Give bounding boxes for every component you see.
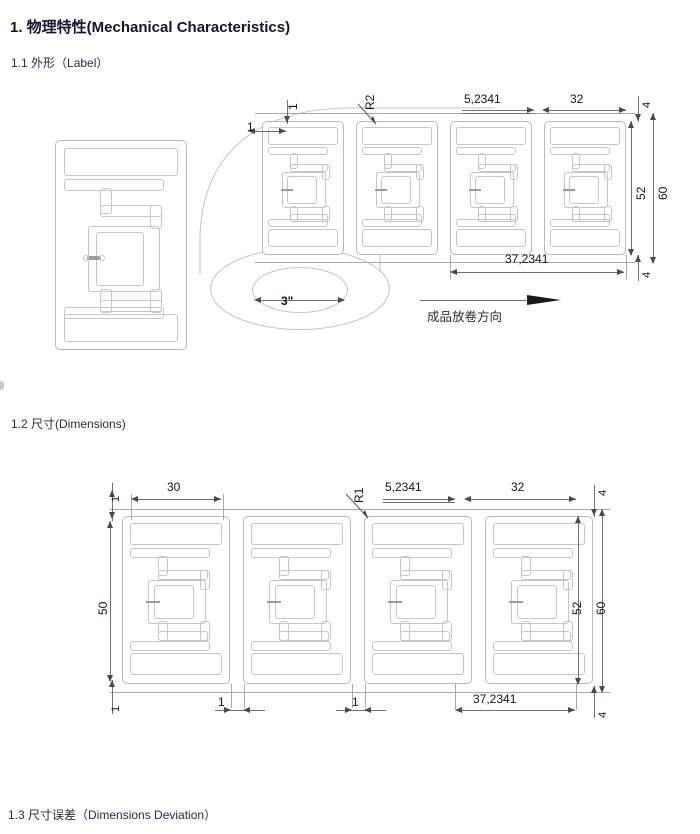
rfid-chip xyxy=(388,601,402,603)
rfid-chip xyxy=(87,256,101,260)
rfid-chip xyxy=(267,601,281,603)
dim-edge-margin-top: 4 xyxy=(597,489,609,496)
core-diameter-dim: 3" xyxy=(281,294,294,308)
page-edge-artifact xyxy=(0,381,4,390)
dim-liner-height: 60 xyxy=(594,601,608,615)
dim-bottom-left-gap: 1 xyxy=(110,705,122,712)
subsection-heading-1-1: 1.1 外形（Label） xyxy=(11,56,109,70)
dim-corner-radius: R1 xyxy=(352,487,366,503)
roll-core-ellipse xyxy=(252,267,348,313)
dim-liner-inner-height: 52 xyxy=(570,601,584,615)
rfid-chip xyxy=(146,601,160,603)
dim-label-top-gap: 1 xyxy=(110,495,122,502)
dim-inner-width: 30 xyxy=(167,480,181,494)
radius-leader-r2 xyxy=(357,103,377,125)
direction-label: 成品放卷方向 xyxy=(427,310,503,324)
dim-pitch-gap: 5,2341 xyxy=(464,92,501,106)
dimensions-figure: 1 30 R1 5,2341 32 xyxy=(96,480,610,718)
dim-gap-left: 1 xyxy=(247,120,254,134)
rfid-chip xyxy=(509,601,523,603)
direction-arrow-icon xyxy=(527,295,561,305)
dim-gap: 5,2341 xyxy=(385,480,422,494)
dim-pitch: 37,2341 xyxy=(473,692,517,706)
dim-edge-margin-bottom: 4 xyxy=(597,711,609,718)
dim-gap-1a: 1 xyxy=(218,695,225,709)
dim-label-width: 32 xyxy=(511,480,525,494)
dim-label-width: 32 xyxy=(570,92,584,106)
page-title: 1. 物理特性(Mechanical Characteristics) xyxy=(10,19,291,36)
subsection-heading-1-3: 1.3 尺寸误差（Dimensions Deviation） xyxy=(8,808,217,822)
dim-pitch: 37,2341 xyxy=(505,252,549,266)
label-roll-figure: 3" xyxy=(0,0,700,400)
dim-label-height: 50 xyxy=(96,601,110,615)
dim-gap-1b: 1 xyxy=(352,695,359,709)
radius-leader-r1 xyxy=(345,493,369,519)
subsection-heading-1-2: 1.2 尺寸(Dimensions) xyxy=(11,417,126,431)
